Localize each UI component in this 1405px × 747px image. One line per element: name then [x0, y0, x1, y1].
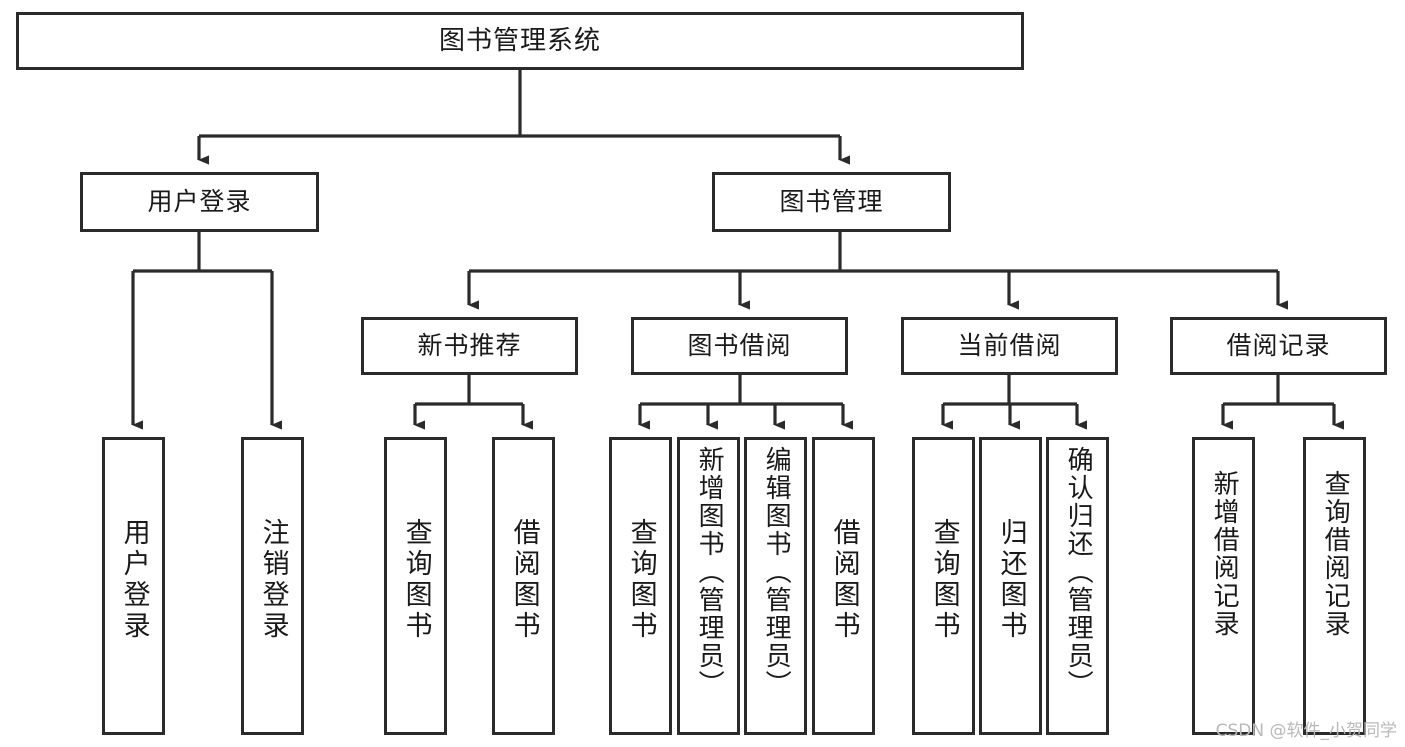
node-current-borrow-label: 当前借阅: [957, 331, 1062, 361]
node-leaf-query-book-1-label: 查询图书: [400, 518, 432, 642]
node-leaf-borrow-book-1-label: 借阅图书: [508, 518, 540, 642]
node-leaf-edit-book-label: 编辑图书（管理员）: [761, 446, 792, 698]
csdn-watermark: CSDN @软件_小贺同学: [1215, 721, 1397, 741]
node-leaf-query-book-3-label: 查询图书: [928, 518, 960, 642]
node-leaf-add-record[interactable]: 新增借阅记录: [1192, 437, 1255, 735]
node-leaf-confirm-return[interactable]: 确认归还（管理员）: [1046, 437, 1109, 735]
node-root-label: 图书管理系统: [438, 25, 601, 56]
node-book-borrow-label: 图书借阅: [687, 331, 792, 361]
node-leaf-borrow-book-2-label: 借阅图书: [828, 518, 860, 642]
node-leaf-query-record-label: 查询借阅记录: [1320, 470, 1351, 638]
node-leaf-confirm-return-label: 确认归还（管理员）: [1063, 446, 1094, 698]
node-user-login[interactable]: 用户登录: [80, 172, 319, 232]
node-root-book-management-system[interactable]: 图书管理系统: [16, 12, 1024, 70]
node-borrow-record-label: 借阅记录: [1226, 331, 1331, 361]
node-book-manage-label: 图书管理: [779, 187, 884, 217]
node-leaf-borrow-book-1[interactable]: 借阅图书: [492, 437, 555, 735]
node-leaf-add-book-label: 新增图书（管理员）: [694, 446, 725, 698]
node-leaf-return-book-label: 归还图书: [995, 518, 1027, 642]
node-current-borrow[interactable]: 当前借阅: [901, 317, 1118, 375]
node-leaf-query-book-1[interactable]: 查询图书: [384, 437, 447, 735]
node-borrow-record[interactable]: 借阅记录: [1170, 317, 1387, 375]
node-book-borrow[interactable]: 图书借阅: [631, 317, 848, 375]
node-leaf-borrow-book-2[interactable]: 借阅图书: [812, 437, 875, 735]
node-leaf-user-login[interactable]: 用户登录: [102, 437, 165, 735]
node-leaf-query-book-2[interactable]: 查询图书: [609, 437, 672, 735]
node-leaf-add-record-label: 新增借阅记录: [1209, 470, 1240, 638]
node-user-login-label: 用户登录: [147, 187, 252, 217]
node-leaf-query-book-3[interactable]: 查询图书: [912, 437, 975, 735]
node-leaf-user-logout-label: 注销登录: [257, 518, 289, 642]
node-leaf-user-logout[interactable]: 注销登录: [241, 437, 304, 735]
node-leaf-return-book[interactable]: 归还图书: [979, 437, 1042, 735]
node-leaf-user-login-label: 用户登录: [118, 518, 150, 642]
node-leaf-edit-book[interactable]: 编辑图书（管理员）: [744, 437, 807, 735]
node-leaf-query-record[interactable]: 查询借阅记录: [1303, 437, 1366, 735]
node-book-manage[interactable]: 图书管理: [712, 172, 951, 232]
node-leaf-query-book-2-label: 查询图书: [625, 518, 657, 642]
node-new-book-recommend[interactable]: 新书推荐: [361, 317, 578, 375]
node-leaf-add-book[interactable]: 新增图书（管理员）: [677, 437, 740, 735]
node-new-book-recommend-label: 新书推荐: [417, 331, 522, 361]
